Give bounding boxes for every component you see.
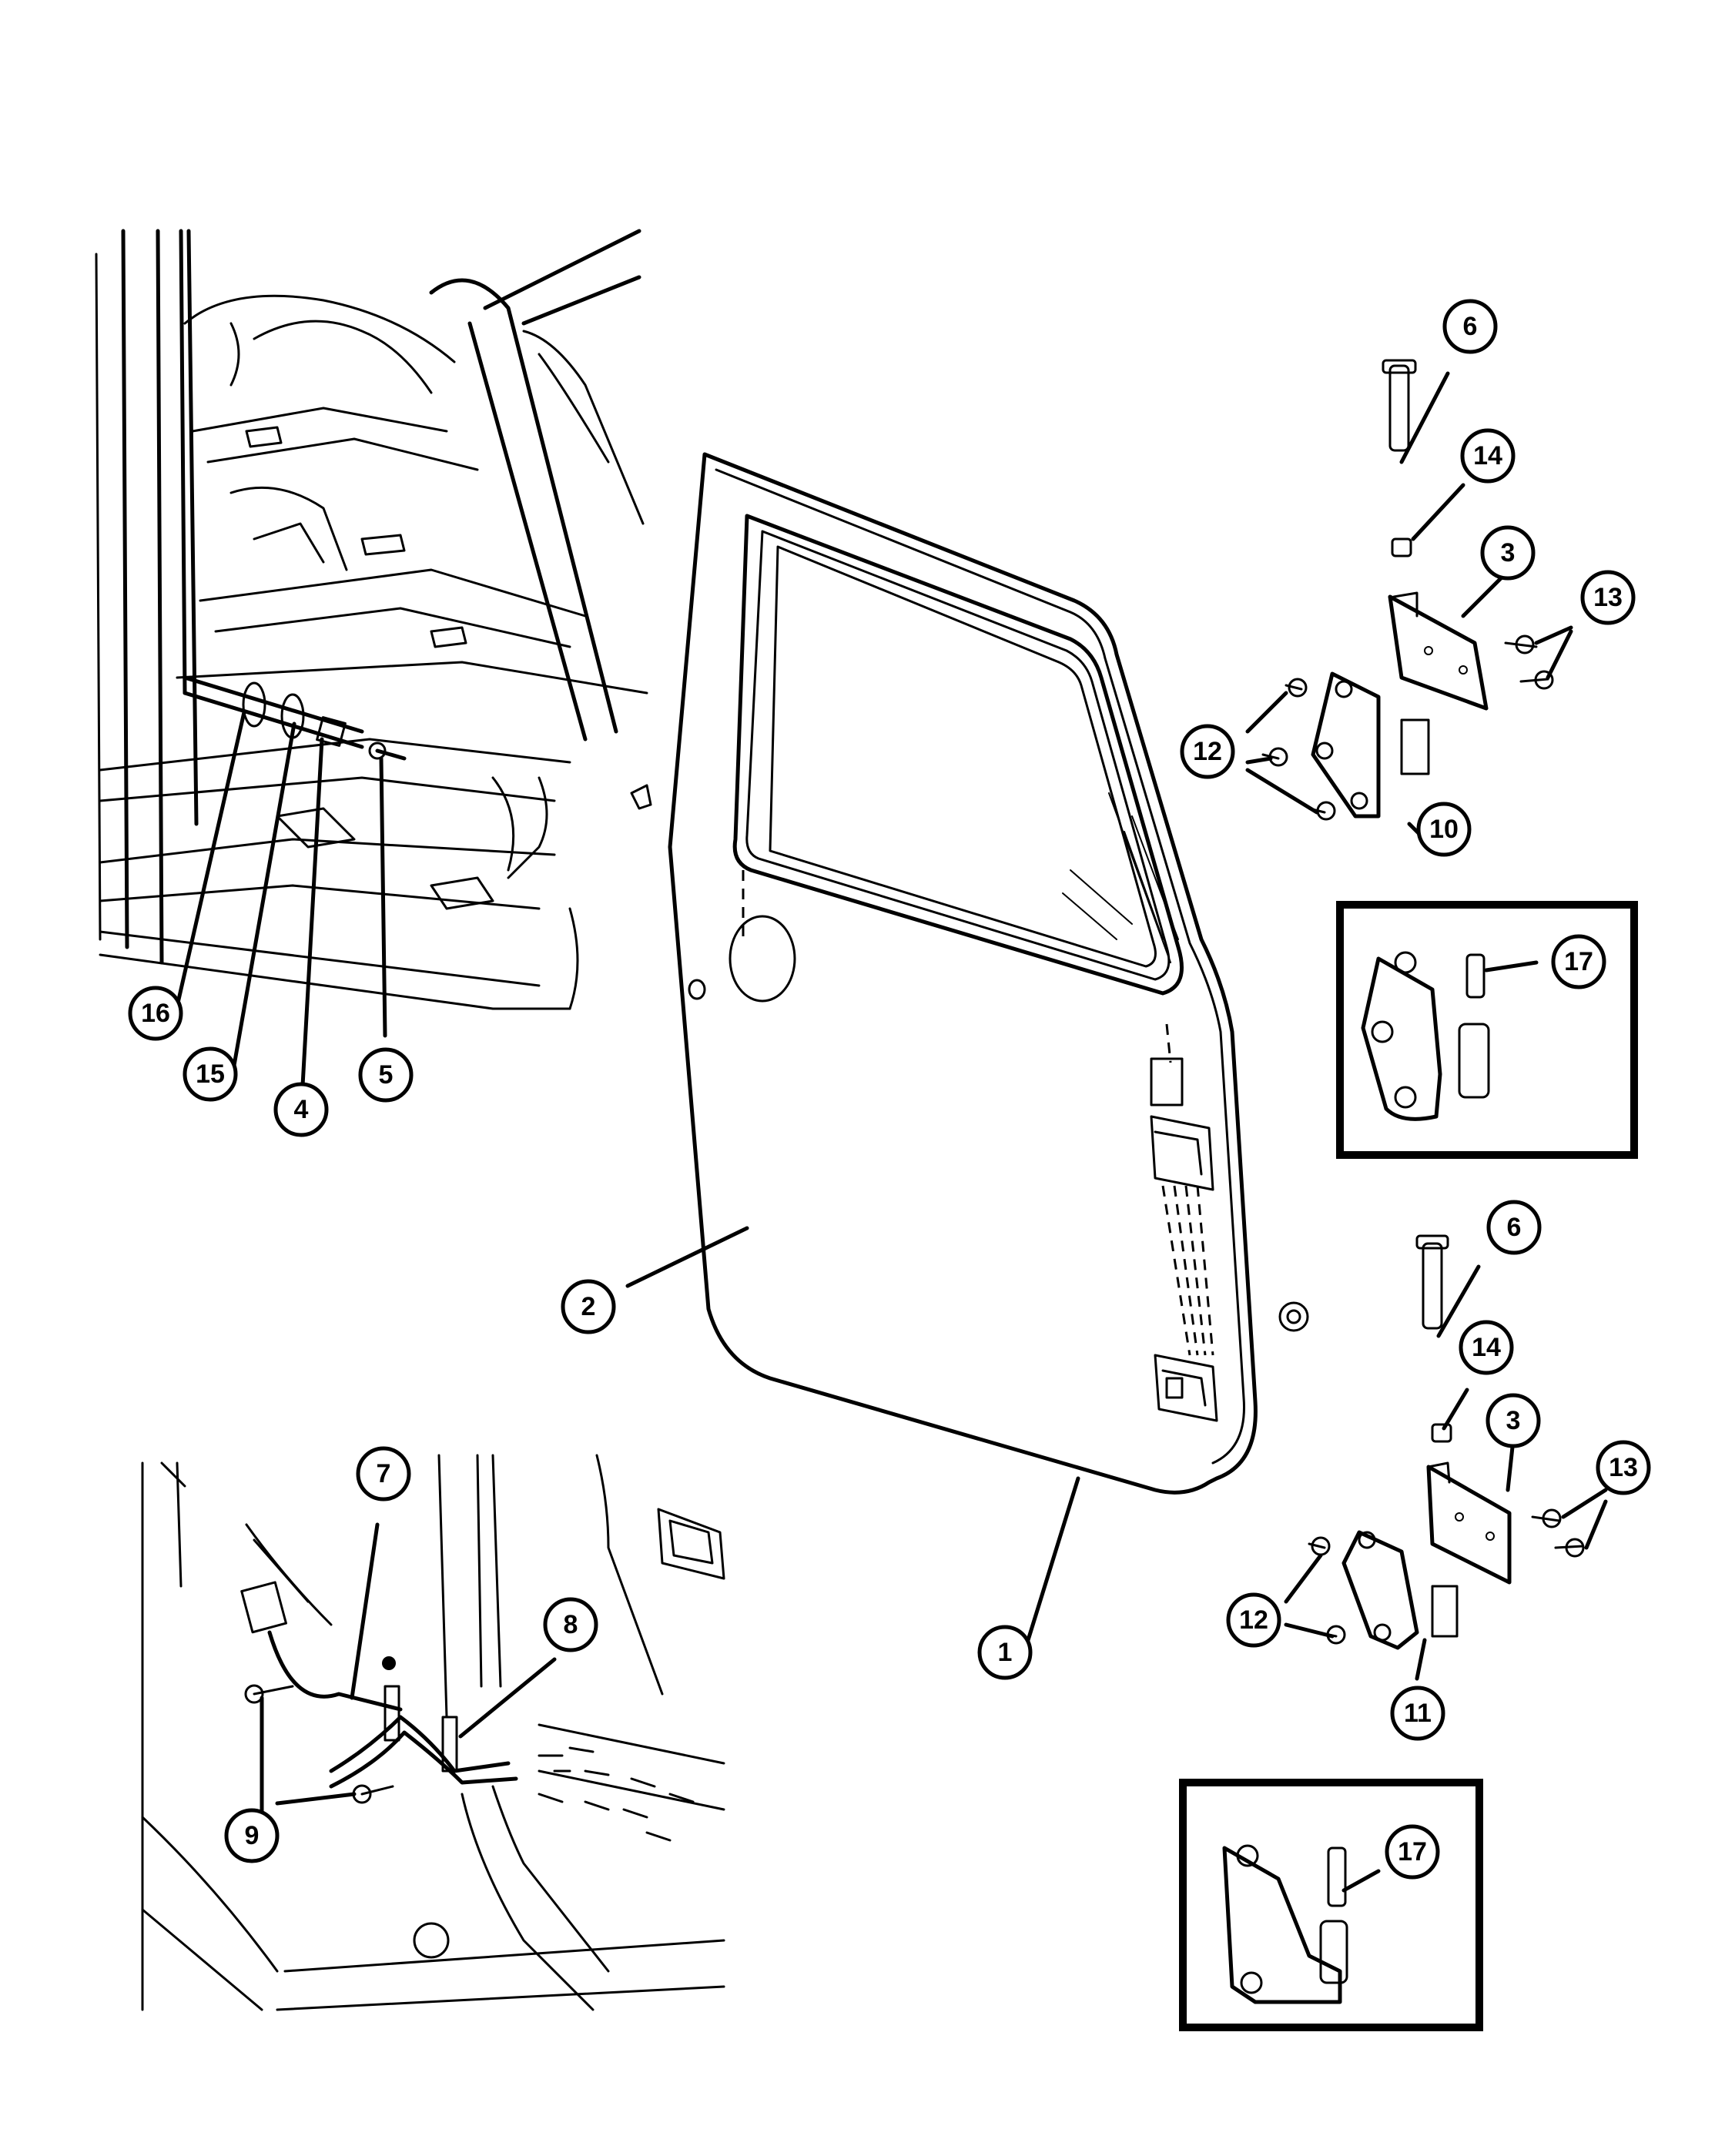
callout-label: 12 bbox=[1239, 1605, 1268, 1635]
callout-4: 4 bbox=[273, 1082, 329, 1137]
leader-lines bbox=[172, 371, 1608, 1893]
lower-hinge-detail-box bbox=[1179, 1779, 1483, 2031]
door-shell bbox=[668, 452, 1309, 1495]
upper-hinge-group bbox=[1261, 359, 1554, 821]
upper-hinge-detail-box bbox=[1336, 901, 1638, 1159]
callout-14-lower: 14 bbox=[1459, 1320, 1514, 1375]
callout-label: 11 bbox=[1404, 1699, 1432, 1728]
callout-label: 3 bbox=[1501, 538, 1516, 567]
callout-label: 14 bbox=[1473, 441, 1502, 470]
callout-label: 17 bbox=[1398, 1837, 1427, 1866]
callout-label: 4 bbox=[294, 1095, 309, 1124]
callout-label: 13 bbox=[1593, 583, 1623, 612]
callout-9: 9 bbox=[224, 1808, 280, 1863]
hinge-plate-upper-shape bbox=[1388, 594, 1489, 711]
callout-16: 16 bbox=[128, 986, 183, 1041]
callout-14-upper: 14 bbox=[1460, 428, 1516, 484]
callout-6-upper: 6 bbox=[1442, 299, 1498, 354]
callout-13-lower: 13 bbox=[1596, 1440, 1651, 1495]
callout-label: 3 bbox=[1506, 1406, 1521, 1435]
callout-13-upper: 13 bbox=[1580, 570, 1636, 625]
callout-12-lower: 12 bbox=[1226, 1592, 1281, 1648]
callout-label: 5 bbox=[379, 1060, 394, 1090]
interior-cab-view bbox=[95, 229, 652, 1010]
door-hinge-upper-shape bbox=[1311, 671, 1381, 819]
callout-3-lower: 3 bbox=[1486, 1393, 1541, 1448]
wiring-inset bbox=[141, 1454, 725, 2011]
callout-15: 15 bbox=[183, 1046, 238, 1102]
callout-label: 10 bbox=[1429, 815, 1459, 844]
callout-label: 16 bbox=[141, 999, 170, 1028]
callout-7: 7 bbox=[356, 1446, 411, 1502]
callout-17-lower: 17 bbox=[1385, 1824, 1440, 1880]
callout-8: 8 bbox=[543, 1597, 598, 1652]
callout-3-upper: 3 bbox=[1480, 525, 1536, 581]
callout-12-upper: 12 bbox=[1180, 724, 1235, 779]
washer-15-shape bbox=[242, 681, 266, 728]
callout-6-lower: 6 bbox=[1486, 1200, 1542, 1255]
callout-5: 5 bbox=[358, 1047, 414, 1103]
callout-label: 9 bbox=[245, 1821, 260, 1850]
callout-label: 17 bbox=[1564, 947, 1593, 976]
callout-label: 1 bbox=[998, 1638, 1013, 1667]
callout-17-upper: 17 bbox=[1551, 934, 1606, 989]
callout-label: 15 bbox=[196, 1060, 225, 1089]
bolt-5-shape bbox=[375, 748, 407, 761]
callout-11: 11 bbox=[1390, 1686, 1445, 1741]
callout-label: 6 bbox=[1507, 1213, 1522, 1242]
hinge-pin-upper-shape bbox=[1388, 364, 1410, 452]
callout-label: 13 bbox=[1609, 1453, 1638, 1482]
check-bracket-shape bbox=[316, 716, 347, 747]
callout-label: 8 bbox=[564, 1610, 578, 1639]
callout-label: 6 bbox=[1463, 312, 1478, 341]
callout-2: 2 bbox=[561, 1279, 616, 1334]
callout-label: 2 bbox=[581, 1292, 596, 1321]
callout-1: 1 bbox=[977, 1625, 1033, 1680]
lower-hinge-group bbox=[1308, 1234, 1585, 1650]
callout-label: 7 bbox=[377, 1459, 391, 1488]
callout-10: 10 bbox=[1416, 802, 1472, 857]
callout-label: 12 bbox=[1193, 737, 1222, 766]
callout-label: 14 bbox=[1472, 1333, 1501, 1362]
